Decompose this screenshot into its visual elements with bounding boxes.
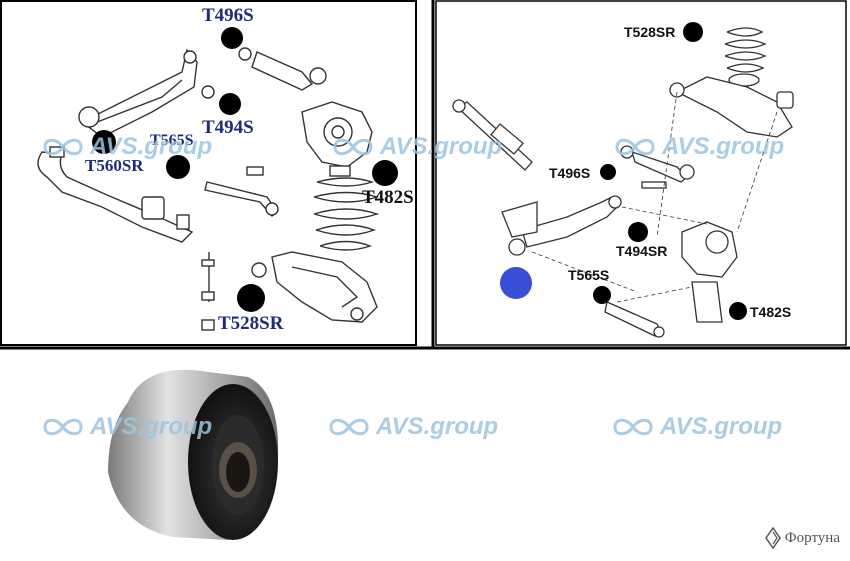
watermark-top-left: AVS.group xyxy=(40,133,212,161)
callout-dot-t494sr xyxy=(628,222,648,242)
watermark-text: AVS.group xyxy=(380,133,503,160)
label-t528sr-right: T528SR xyxy=(624,24,676,40)
infinity-icon xyxy=(615,138,655,156)
label-t482s: T482S xyxy=(362,187,414,208)
watermark-text: AVS.group xyxy=(90,133,213,160)
infinity-icon xyxy=(43,418,83,436)
label-t528sr: T528SR xyxy=(218,313,284,334)
callout-dot-t496s-right xyxy=(600,164,616,180)
watermark-text: AVS.group xyxy=(660,413,783,440)
callout-dot-t528sr-right xyxy=(683,22,703,42)
right-suspension-diagram xyxy=(452,27,794,338)
callout-dot-t560sr xyxy=(92,130,116,154)
infinity-icon xyxy=(43,138,83,156)
callout-dot-t565s-right xyxy=(593,286,611,304)
watermark-bottom-mid: AVS.group xyxy=(326,413,498,441)
watermark-text: AVS.group xyxy=(662,133,785,160)
label-t494s: T494S xyxy=(202,117,254,138)
callout-dot-t482s xyxy=(372,160,398,186)
label-t496s-right: T496S xyxy=(549,165,591,181)
watermark-top-right: AVS.group xyxy=(612,133,784,161)
watermark-text: AVS.group xyxy=(90,413,213,440)
callout-dot-t496s xyxy=(221,27,243,49)
label-t482s-right: T482S xyxy=(750,304,792,320)
label-t565s: T565S xyxy=(150,132,194,149)
watermark-bottom-right: AVS.group xyxy=(610,413,782,441)
label-t565s-right: T565S xyxy=(568,267,610,283)
callout-dot-t482s-right xyxy=(729,302,747,320)
callout-dot-t565s xyxy=(166,155,190,179)
left-suspension-diagram xyxy=(37,47,380,331)
infinity-icon xyxy=(613,418,653,436)
bushing-image xyxy=(108,369,279,540)
watermark-bottom-left: AVS.group xyxy=(40,413,212,441)
callout-dot-t494s xyxy=(219,93,241,115)
label-t496s: T496S xyxy=(202,5,254,26)
label-t494sr: T494SR xyxy=(616,243,668,259)
infinity-icon xyxy=(333,138,373,156)
watermark-text: AVS.group xyxy=(376,413,499,440)
brand-text: Фортуна xyxy=(784,529,840,546)
watermark-top-mid: AVS.group xyxy=(330,133,502,161)
brand-mark: Фортуна xyxy=(764,527,840,549)
callout-dot-t528sr xyxy=(237,284,265,312)
infinity-icon xyxy=(329,418,369,436)
brand-logo-icon xyxy=(764,527,781,549)
highlight-dot xyxy=(500,267,532,299)
label-t560sr: T560SR xyxy=(85,156,144,175)
